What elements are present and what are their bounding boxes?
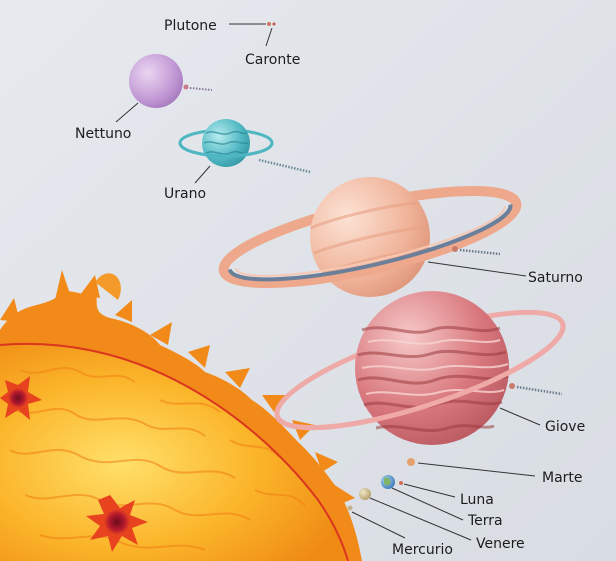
mercury-sphere <box>348 506 353 511</box>
jupiter-moon <box>509 383 515 389</box>
label-uranus: Urano <box>164 186 206 202</box>
neptune-moon <box>184 85 189 90</box>
saturn-moon <box>452 246 458 252</box>
charon-dot <box>273 23 276 26</box>
mars-sphere <box>407 458 415 466</box>
venus-sphere <box>359 488 371 500</box>
pluto-dot <box>267 22 271 26</box>
moon-dot <box>399 481 403 485</box>
label-earth: Terra <box>467 513 503 529</box>
label-jupiter: Giove <box>545 419 585 435</box>
label-saturn: Saturno <box>528 270 583 286</box>
label-mercury: Mercurio <box>392 542 453 558</box>
label-charon: Caronte <box>245 52 300 68</box>
label-venus: Venere <box>476 536 525 552</box>
label-pluto: Plutone <box>164 18 217 34</box>
label-mars: Marte <box>542 470 583 486</box>
label-moon: Luna <box>460 492 494 508</box>
neptune-sphere <box>129 54 183 108</box>
label-neptune: Nettuno <box>75 126 131 142</box>
